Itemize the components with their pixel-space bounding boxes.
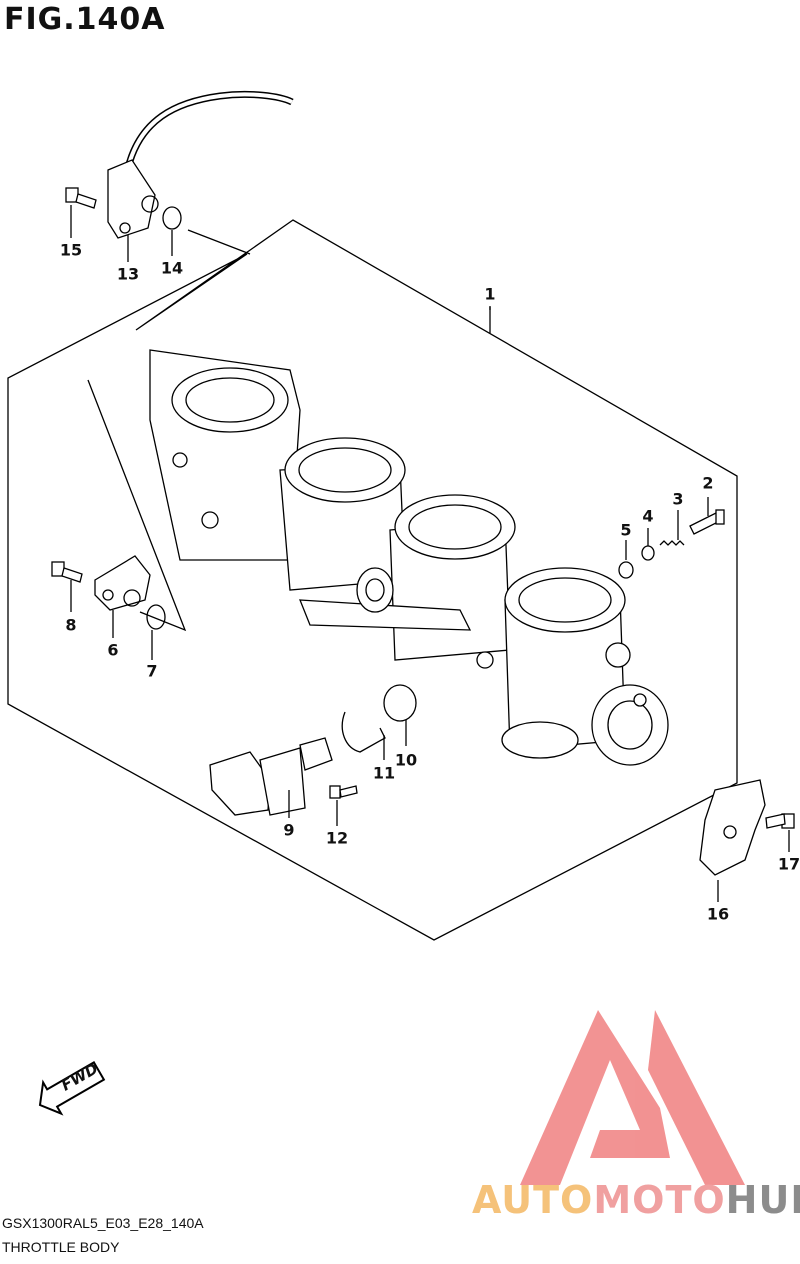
throttle-body-main <box>149 349 669 766</box>
callout-8: 8 <box>65 615 77 635</box>
part-11-clamp <box>341 711 386 753</box>
callout-15: 15 <box>59 240 83 260</box>
part-15-bolt <box>65 187 97 209</box>
callout-10: 10 <box>394 750 418 770</box>
watermark-moto: MOTO <box>593 1178 726 1222</box>
part-8-bolt <box>51 561 83 583</box>
assembly-outline <box>7 219 738 941</box>
callout-16: 16 <box>706 904 730 924</box>
callout-7: 7 <box>146 661 158 681</box>
callout-6: 6 <box>107 640 119 660</box>
callout-3: 3 <box>672 489 684 509</box>
part-6-sensor <box>94 555 151 611</box>
callout-14: 14 <box>160 258 184 278</box>
sensor-wire <box>124 90 294 169</box>
watermark-auto: AUTO <box>472 1178 594 1222</box>
part-3-spring <box>659 540 685 546</box>
callout-17: 17 <box>777 854 800 874</box>
callout-11: 11 <box>372 763 396 783</box>
callout-4: 4 <box>642 506 654 526</box>
callout-13: 13 <box>116 264 140 284</box>
part-14-oring <box>162 206 182 230</box>
callout-1: 1 <box>484 284 496 304</box>
part-17-screw <box>765 813 795 829</box>
callout-12: 12 <box>325 828 349 848</box>
part-9-isc-valve <box>209 737 333 816</box>
callout-9: 9 <box>283 820 295 840</box>
watermark-logo: AUTOMOTOHUB <box>472 1178 800 1222</box>
part-4-washer <box>641 545 655 561</box>
part-2-screw <box>689 509 725 535</box>
part-5-oring <box>618 561 634 579</box>
footer-caption: THROTTLE BODY <box>2 1239 120 1255</box>
fwd-arrow <box>38 1060 106 1116</box>
part-13-sensor <box>107 159 156 239</box>
watermark-triangle <box>520 1010 745 1185</box>
watermark-hub: HUB <box>725 1178 800 1222</box>
callout-5: 5 <box>620 520 632 540</box>
part-12-screw <box>329 785 358 799</box>
figure-title: FIG.140A <box>4 2 166 37</box>
part-10-oring <box>383 684 417 722</box>
callout-2: 2 <box>702 473 714 493</box>
part-16-bracket <box>699 779 766 876</box>
part-7-oring <box>146 604 166 630</box>
footer-code: GSX1300RAL5_E03_E28_140A <box>2 1215 204 1231</box>
